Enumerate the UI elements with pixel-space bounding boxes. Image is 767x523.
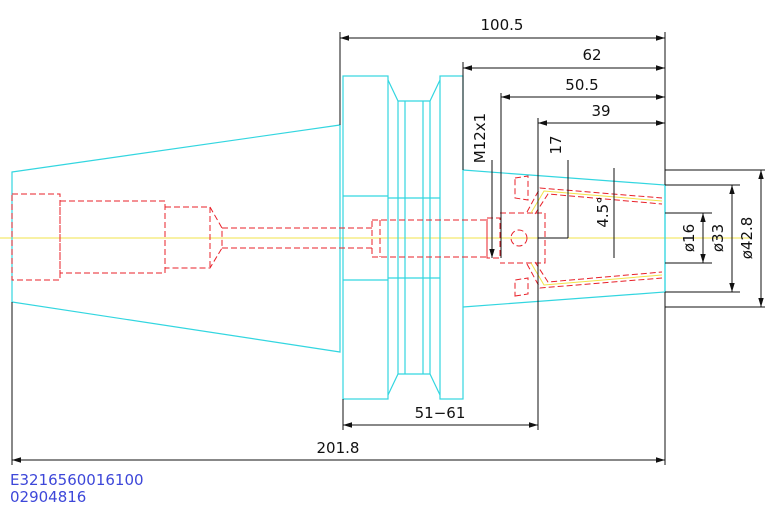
dim-dia-33: ø33 [709,224,727,252]
dim-dia-42-8: ø42.8 [738,217,756,260]
dim-100-5: 100.5 [481,16,524,34]
holder-outline [11,75,666,400]
dim-angle: 4.5° [594,196,612,227]
internal-bore-hidden-lines [11,175,663,297]
dim-m12x1: M12x1 [471,113,489,163]
collet-hatch [530,190,663,286]
dim-17: 17 [547,135,565,154]
dim-51-61: 51−61 [415,404,466,422]
dim-62: 62 [582,46,601,64]
dim-50-5: 50.5 [565,76,598,94]
dimension-lines [11,32,765,465]
dim-201-8: 201.8 [317,439,360,457]
dim-39: 39 [591,102,610,120]
part-code: E3216560016100 [10,471,144,489]
part-number: 02904816 [10,488,87,506]
dim-dia-16: ø16 [680,224,698,252]
